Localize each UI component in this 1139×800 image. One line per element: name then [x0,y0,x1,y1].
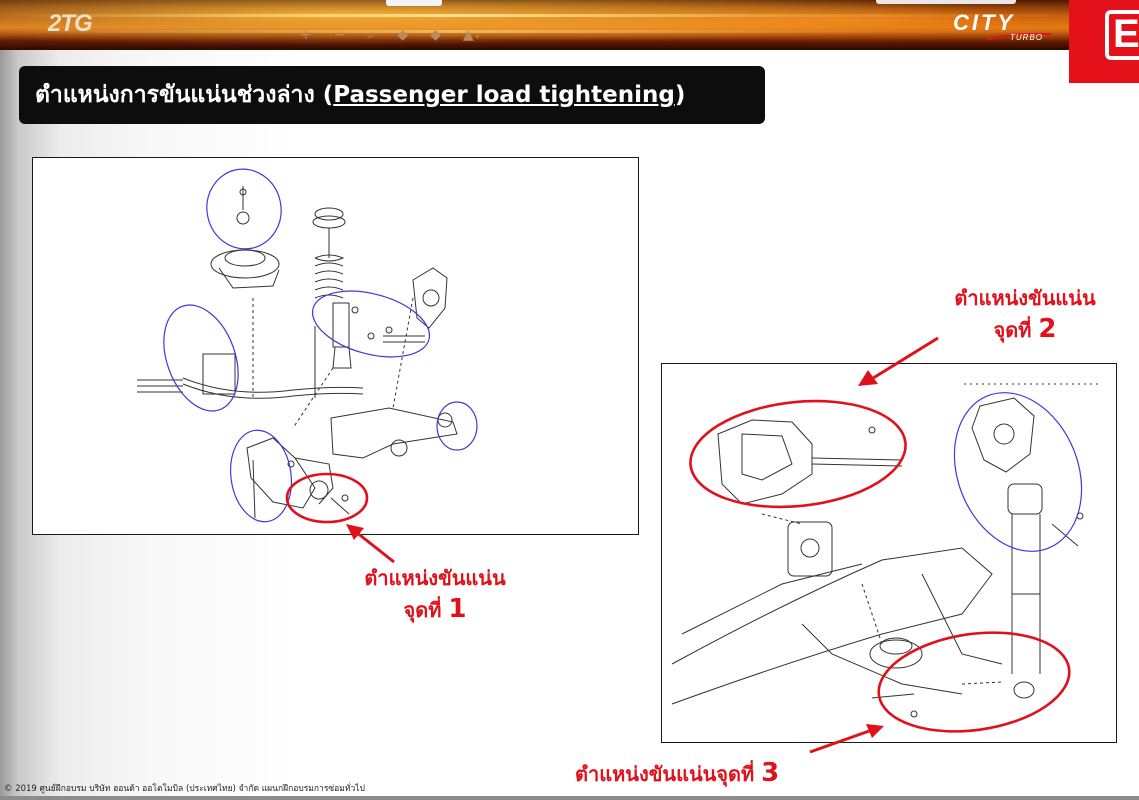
title-close: ) [674,82,686,108]
banner-streak [0,30,1139,33]
city-logo: CITY [953,10,1016,35]
top-tab [876,0,1016,4]
tightening-point-2-highlight [689,399,907,509]
brand-logo-letter: E [1113,12,1139,56]
prev-icon[interactable]: ◆ [397,27,409,43]
page-title: ตำแหน่งการขันแน่นช่วงล่าง ( Passenger lo… [19,66,765,124]
top-tab [386,0,442,6]
bottom-strip [0,796,1139,800]
arrow-point-3 [809,724,884,754]
callout-point-2-prefix: จุดที่ [993,318,1039,342]
next-icon[interactable]: ◆ [430,27,441,43]
copyright-notice: © 2019 ศูนย์ฝึกอบรม บริษัท ฮอนด้า ออโตโม… [4,784,365,794]
rear-suspension-drawing [671,383,1102,733]
header-banner: 2TG + − ⌕ ◆ ◆ ▲₊ [0,0,1139,50]
front-suspension-diagram [32,157,639,535]
callout-point-2-number: 2 [1038,314,1057,344]
zoom-out-icon[interactable]: − [333,27,346,43]
zoom-in-icon[interactable]: + [300,27,312,43]
tightening-point-1-highlight [285,472,369,524]
callout-point-1-number: 1 [448,594,467,624]
banner-streak [0,14,1139,17]
arrow-point-2 [858,336,939,386]
callout-point-3-number: 3 [761,758,780,788]
callout-point-3: ตำแหน่งขันแน่นจุดที่ 3 [575,758,779,790]
title-thai: ตำแหน่งการขันแน่นช่วงล่าง ( [35,82,334,108]
model-badge: 2TG [48,10,93,37]
title-english: Passenger load tightening [333,82,675,108]
callout-point-2-label: ตำแหน่งขันแน่น [954,286,1096,310]
callout-point-1-label: ตำแหน่งขันแน่น [364,566,506,590]
viewer-toolbar: + − ⌕ ◆ ◆ ▲₊ [300,27,481,43]
front-suspension-drawing [137,168,478,524]
rear-suspension-diagram [661,363,1117,743]
callout-point-2: ตำแหน่งขันแน่น จุดที่ 2 [935,283,1115,346]
pointer-tool-icon[interactable]: ▲₊ [462,27,482,43]
callout-point-1-prefix: จุดที่ [403,598,449,622]
turbo-logo: TURBO [1010,33,1043,42]
tightening-point-3-highlight [877,631,1071,733]
brand-logo: E [1069,0,1139,83]
arrow-point-1 [346,524,395,564]
callout-point-3-label: ตำแหน่งขันแน่นจุดที่ [575,762,762,786]
callout-point-1: ตำแหน่งขันแน่น จุดที่ 1 [345,563,525,626]
brand-logo-frame [1105,10,1139,60]
search-icon[interactable]: ⌕ [367,27,376,43]
logo-swoosh [986,32,1052,41]
